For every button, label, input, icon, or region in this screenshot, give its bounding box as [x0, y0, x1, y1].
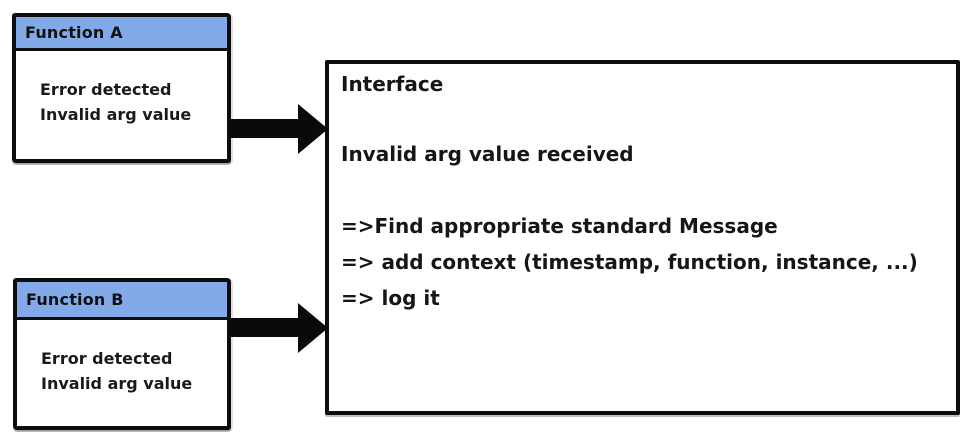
interface-title: Interface	[341, 72, 444, 96]
interface-box: Interface Invalid arg value received =>F…	[325, 60, 960, 415]
function-a-body-line: Invalid arg value	[40, 105, 192, 124]
function-b-body: Error detected Invalid arg value	[17, 320, 227, 396]
function-b-body-line: Error detected	[41, 349, 173, 368]
function-b-body-line: Invalid arg value	[41, 374, 193, 393]
function-a-body-line: Error detected	[40, 80, 172, 99]
function-b-header: Function B	[17, 282, 227, 320]
arrow-function-a-to-interface-icon	[230, 104, 328, 154]
function-a-box: Function A Error detected Invalid arg va…	[12, 13, 231, 163]
function-a-title: Function A	[25, 23, 123, 42]
function-b-title: Function B	[26, 290, 124, 309]
interface-step: => log it	[341, 286, 440, 310]
interface-step: => add context (timestamp, function, ins…	[341, 250, 918, 274]
function-a-header: Function A	[16, 17, 227, 51]
arrow-function-b-to-interface-icon	[230, 303, 328, 353]
interface-message: Invalid arg value received	[341, 142, 634, 166]
function-b-box: Function B Error detected Invalid arg va…	[13, 278, 231, 430]
function-a-body: Error detected Invalid arg value	[16, 51, 227, 127]
interface-step: =>Find appropriate standard Message	[341, 214, 778, 238]
